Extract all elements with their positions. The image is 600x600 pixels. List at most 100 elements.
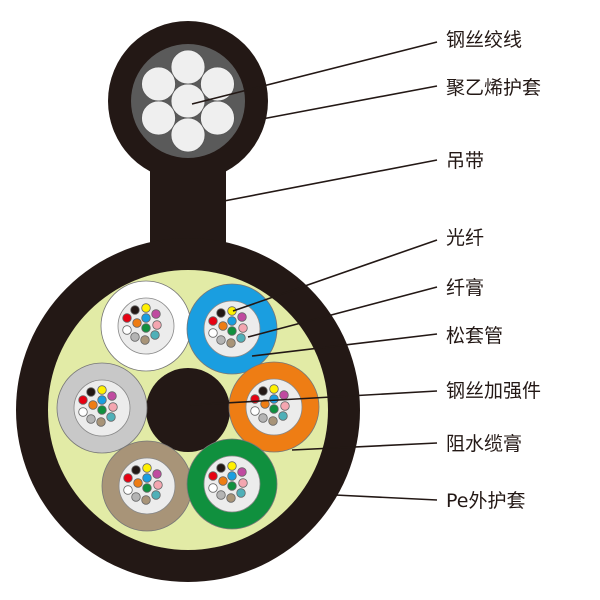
fiber-yellow [227,461,237,471]
fiber-orange [132,318,142,328]
leader-line-8 [334,494,438,501]
fiber-grey [216,335,226,345]
fiber-aqua [278,411,288,421]
fiber-yellow [227,306,237,316]
label-strap: 吊带 [446,150,485,172]
fiber-grey [258,413,268,423]
steel-strand [170,83,206,119]
fiber-violet [237,312,247,322]
steel-strand [200,66,235,102]
label-strength-member: 钢丝加强件 [446,380,542,402]
messenger-wire [108,21,268,181]
central-strength-member [146,368,230,452]
label-fiber-gel: 纤膏 [446,277,485,299]
fiber-black [258,386,268,396]
fiber-pink [238,323,248,333]
fiber-yellow [97,385,107,395]
fiber-violet [279,390,289,400]
fiber-black [131,465,141,475]
fiber-blue [141,313,151,323]
fiber-white [208,328,218,338]
leader-line-4 [247,286,438,338]
fiber-red [208,316,218,326]
suspension-strap [150,160,226,250]
fiber-violet [237,467,247,477]
fiber-blue [269,394,279,404]
fiber-yellow [142,463,152,473]
fiber-aqua [236,488,246,498]
fiber-blue [227,316,237,326]
fiber-white [123,485,133,495]
label-loose-tube: 松套管 [446,325,504,347]
fiber-red [208,471,218,481]
label-optical-fiber: 光纤 [446,227,485,249]
fiber-white [78,407,88,417]
fiber-grey [131,492,141,502]
fiber-white [208,483,218,493]
fiber-brown [268,416,278,426]
fiber-pink [152,320,162,330]
leader-line-2 [223,159,438,202]
fiber-blue [97,395,107,405]
label-steel-strand: 钢丝绞线 [446,29,523,51]
fiber-red [78,395,88,405]
fiber-brown [226,493,236,503]
fiber-violet [151,309,161,319]
fiber-orange [260,399,270,409]
fiber-brown [226,338,236,348]
fiber-black [216,463,226,473]
fiber-red [122,313,132,323]
leader-lines [189,41,438,501]
fiber-green [142,483,152,493]
leader-line-3 [232,239,438,312]
fiber-black [216,308,226,318]
fiber-orange [88,400,98,410]
fiber-white [122,325,132,335]
loose-tube-white [100,280,192,372]
leader-line-7 [291,442,438,451]
loose-tube-grey [56,362,148,454]
fiber-brown [140,335,150,345]
fiber-grey [216,490,226,500]
fiber-red [123,473,133,483]
fiber-grey [130,332,140,342]
fiber-pink [153,480,163,490]
leader-line-0 [191,41,438,105]
loose-tube-blue [186,283,278,375]
fiber-aqua [150,330,160,340]
fiber-blue [142,473,152,483]
fiber-blue [227,471,237,481]
fiber-green [269,404,279,414]
leader-line-1 [261,85,438,120]
loose-tube-brown [101,440,193,532]
fiber-pink [108,402,118,412]
fiber-green [97,405,107,415]
fiber-yellow [141,303,151,313]
steel-strand [200,100,235,136]
fiber-orange [218,476,228,486]
fiber-green [227,481,237,491]
fiber-aqua [106,412,116,422]
fiber-orange [133,478,143,488]
loose-tube-green [186,438,278,530]
label-water-blocking-gel: 阻水缆膏 [446,433,523,455]
fiber-brown [141,495,151,505]
fiber-brown [96,417,106,427]
steel-strand [141,66,176,102]
fiber-white [250,406,260,416]
fiber-grey [86,414,96,424]
fiber-green [227,326,237,336]
fiber-black [86,387,96,397]
fiber-green [141,323,151,333]
fiber-pink [280,401,290,411]
steel-strand [141,100,176,136]
fiber-black [130,305,140,315]
fiber-orange [218,321,228,331]
label-pe-outer-sheath: Pe外护套 [446,490,526,512]
fiber-violet [152,469,162,479]
fiber-pink [238,478,248,488]
main-cable [16,238,360,582]
fiber-aqua [151,490,161,500]
